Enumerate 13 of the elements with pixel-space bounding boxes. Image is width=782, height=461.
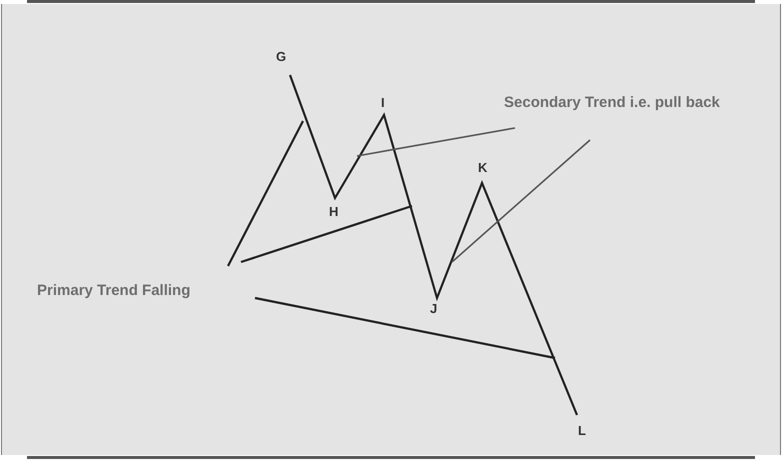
point-label: K [478, 161, 488, 174]
leader-line [254, 296, 556, 360]
trend-label: Secondary Trend i.e. pull back [504, 94, 720, 111]
point-label: I [381, 96, 385, 109]
point-label: J [430, 302, 438, 315]
point-label: G [276, 50, 286, 63]
point-label: L [578, 424, 586, 437]
point-label: H [329, 205, 338, 218]
leader-line [227, 120, 304, 266]
leader-line [240, 204, 412, 264]
leader-line [356, 127, 516, 157]
trend-label: Primary Trend Falling [37, 282, 190, 299]
leader-line [451, 139, 591, 263]
